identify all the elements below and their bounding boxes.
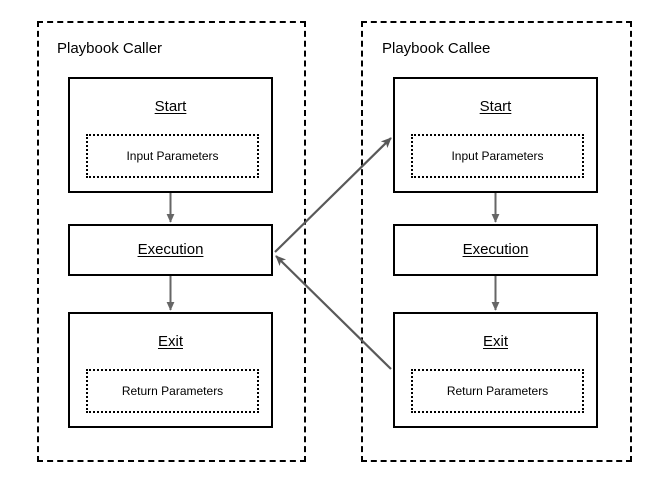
- node-callee-exit[interactable]: Exit Return Parameters: [393, 312, 598, 428]
- param-label-callee-return-parameters: Return Parameters: [446, 384, 549, 398]
- node-callee-exit-title: Exit: [482, 333, 508, 350]
- node-caller-start-title: Start: [154, 98, 187, 115]
- param-box-caller-input-parameters: Input Parameters: [86, 134, 259, 178]
- param-box-callee-input-parameters: Input Parameters: [411, 134, 584, 178]
- lane-title-playbook-caller: Playbook Caller: [57, 40, 163, 57]
- node-callee-execution[interactable]: Execution: [393, 224, 598, 276]
- node-caller-exit-title: Exit: [157, 333, 183, 350]
- node-caller-start[interactable]: Start Input Parameters: [68, 77, 273, 193]
- param-box-callee-return-parameters: Return Parameters: [411, 369, 584, 413]
- node-callee-start-title: Start: [479, 98, 512, 115]
- node-caller-execution[interactable]: Execution: [68, 224, 273, 276]
- node-callee-execution-title: Execution: [462, 241, 529, 258]
- param-label-callee-input-parameters: Input Parameters: [451, 149, 544, 163]
- lane-title-playbook-callee: Playbook Callee: [382, 40, 491, 57]
- param-label-caller-input-parameters: Input Parameters: [126, 149, 219, 163]
- param-label-caller-return-parameters: Return Parameters: [121, 384, 224, 398]
- node-caller-exit[interactable]: Exit Return Parameters: [68, 312, 273, 428]
- param-box-caller-return-parameters: Return Parameters: [86, 369, 259, 413]
- node-callee-start[interactable]: Start Input Parameters: [393, 77, 598, 193]
- node-caller-execution-title: Execution: [137, 241, 204, 258]
